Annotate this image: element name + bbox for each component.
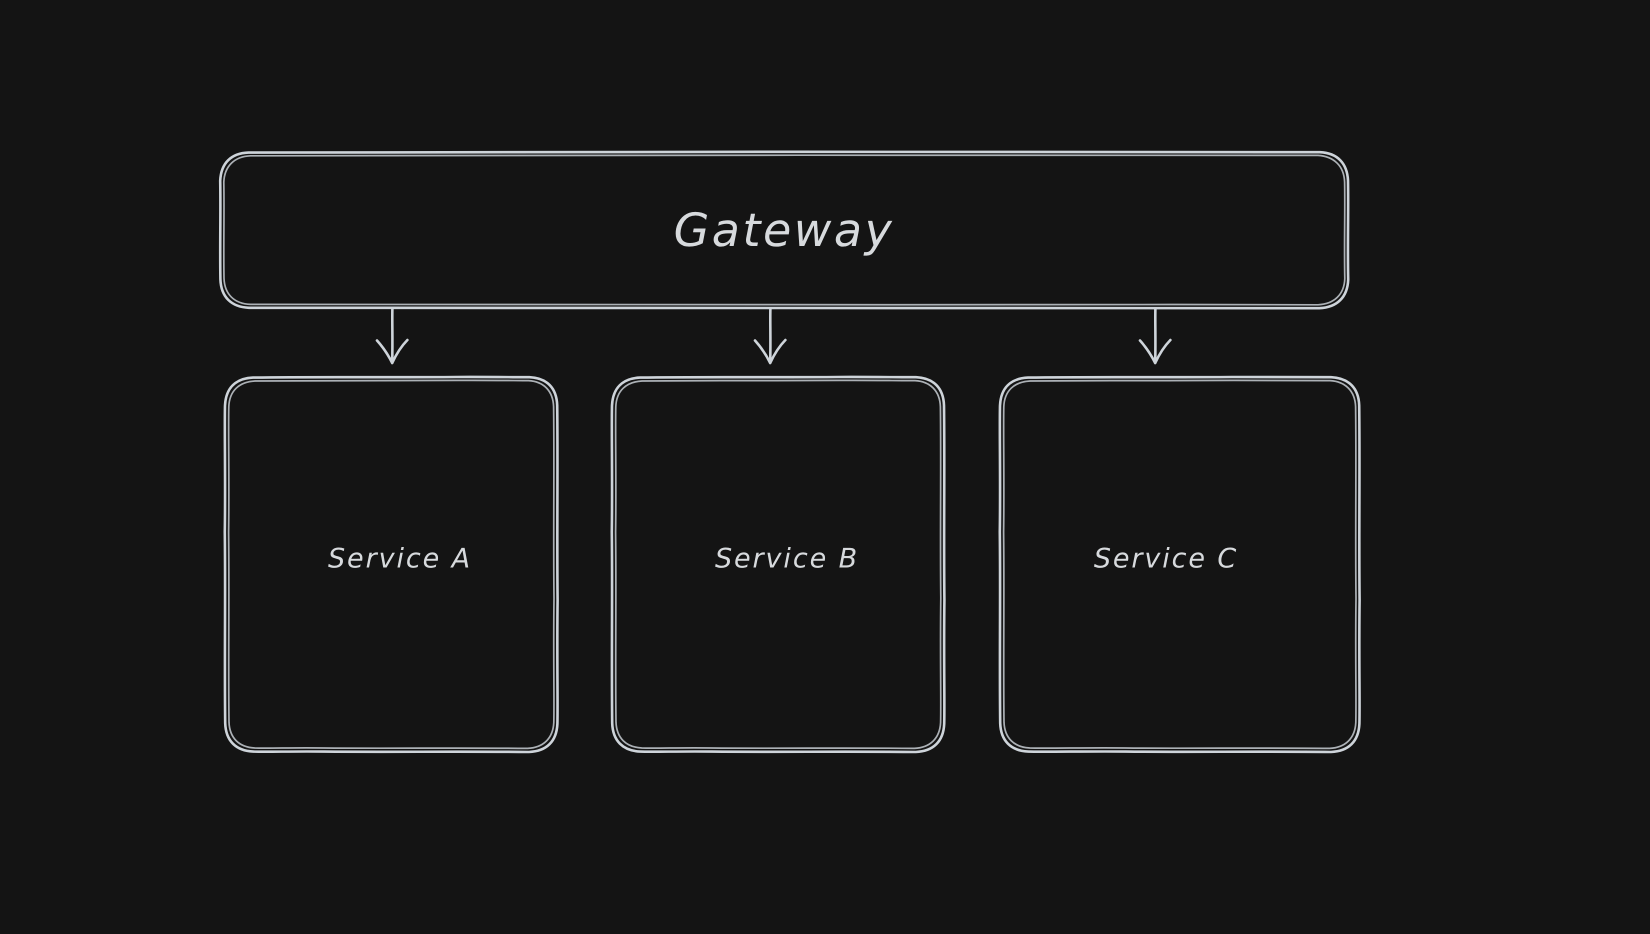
service-c-box-outline	[998, 375, 1361, 754]
node-service-b[interactable]	[610, 375, 946, 754]
gateway-box-outline-secondary	[222, 154, 1346, 306]
arrow-head-c	[1138, 338, 1172, 365]
edge-gateway-service-b[interactable]	[753, 307, 787, 365]
node-gateway[interactable]	[218, 150, 1350, 310]
edge-gateway-service-a[interactable]	[375, 307, 409, 365]
service-b-box-outline	[610, 375, 946, 754]
service-a-box-outline	[223, 375, 559, 754]
service-b-box-outline-secondary	[614, 379, 942, 750]
service-c-label: Service C	[1093, 543, 1239, 575]
arrow-head-b	[753, 338, 787, 365]
service-b-label: Service B	[715, 543, 859, 575]
service-a-label: Service A	[328, 543, 472, 575]
service-c-box-outline-secondary	[1002, 379, 1357, 750]
service-a-box-outline-secondary	[227, 379, 555, 750]
node-service-a[interactable]	[223, 375, 559, 754]
node-service-c[interactable]	[998, 375, 1361, 754]
gateway-box-outline	[218, 150, 1350, 310]
gateway-label: Gateway	[673, 203, 895, 257]
edge-gateway-service-c[interactable]	[1138, 307, 1172, 365]
arrow-head-a	[375, 338, 409, 365]
